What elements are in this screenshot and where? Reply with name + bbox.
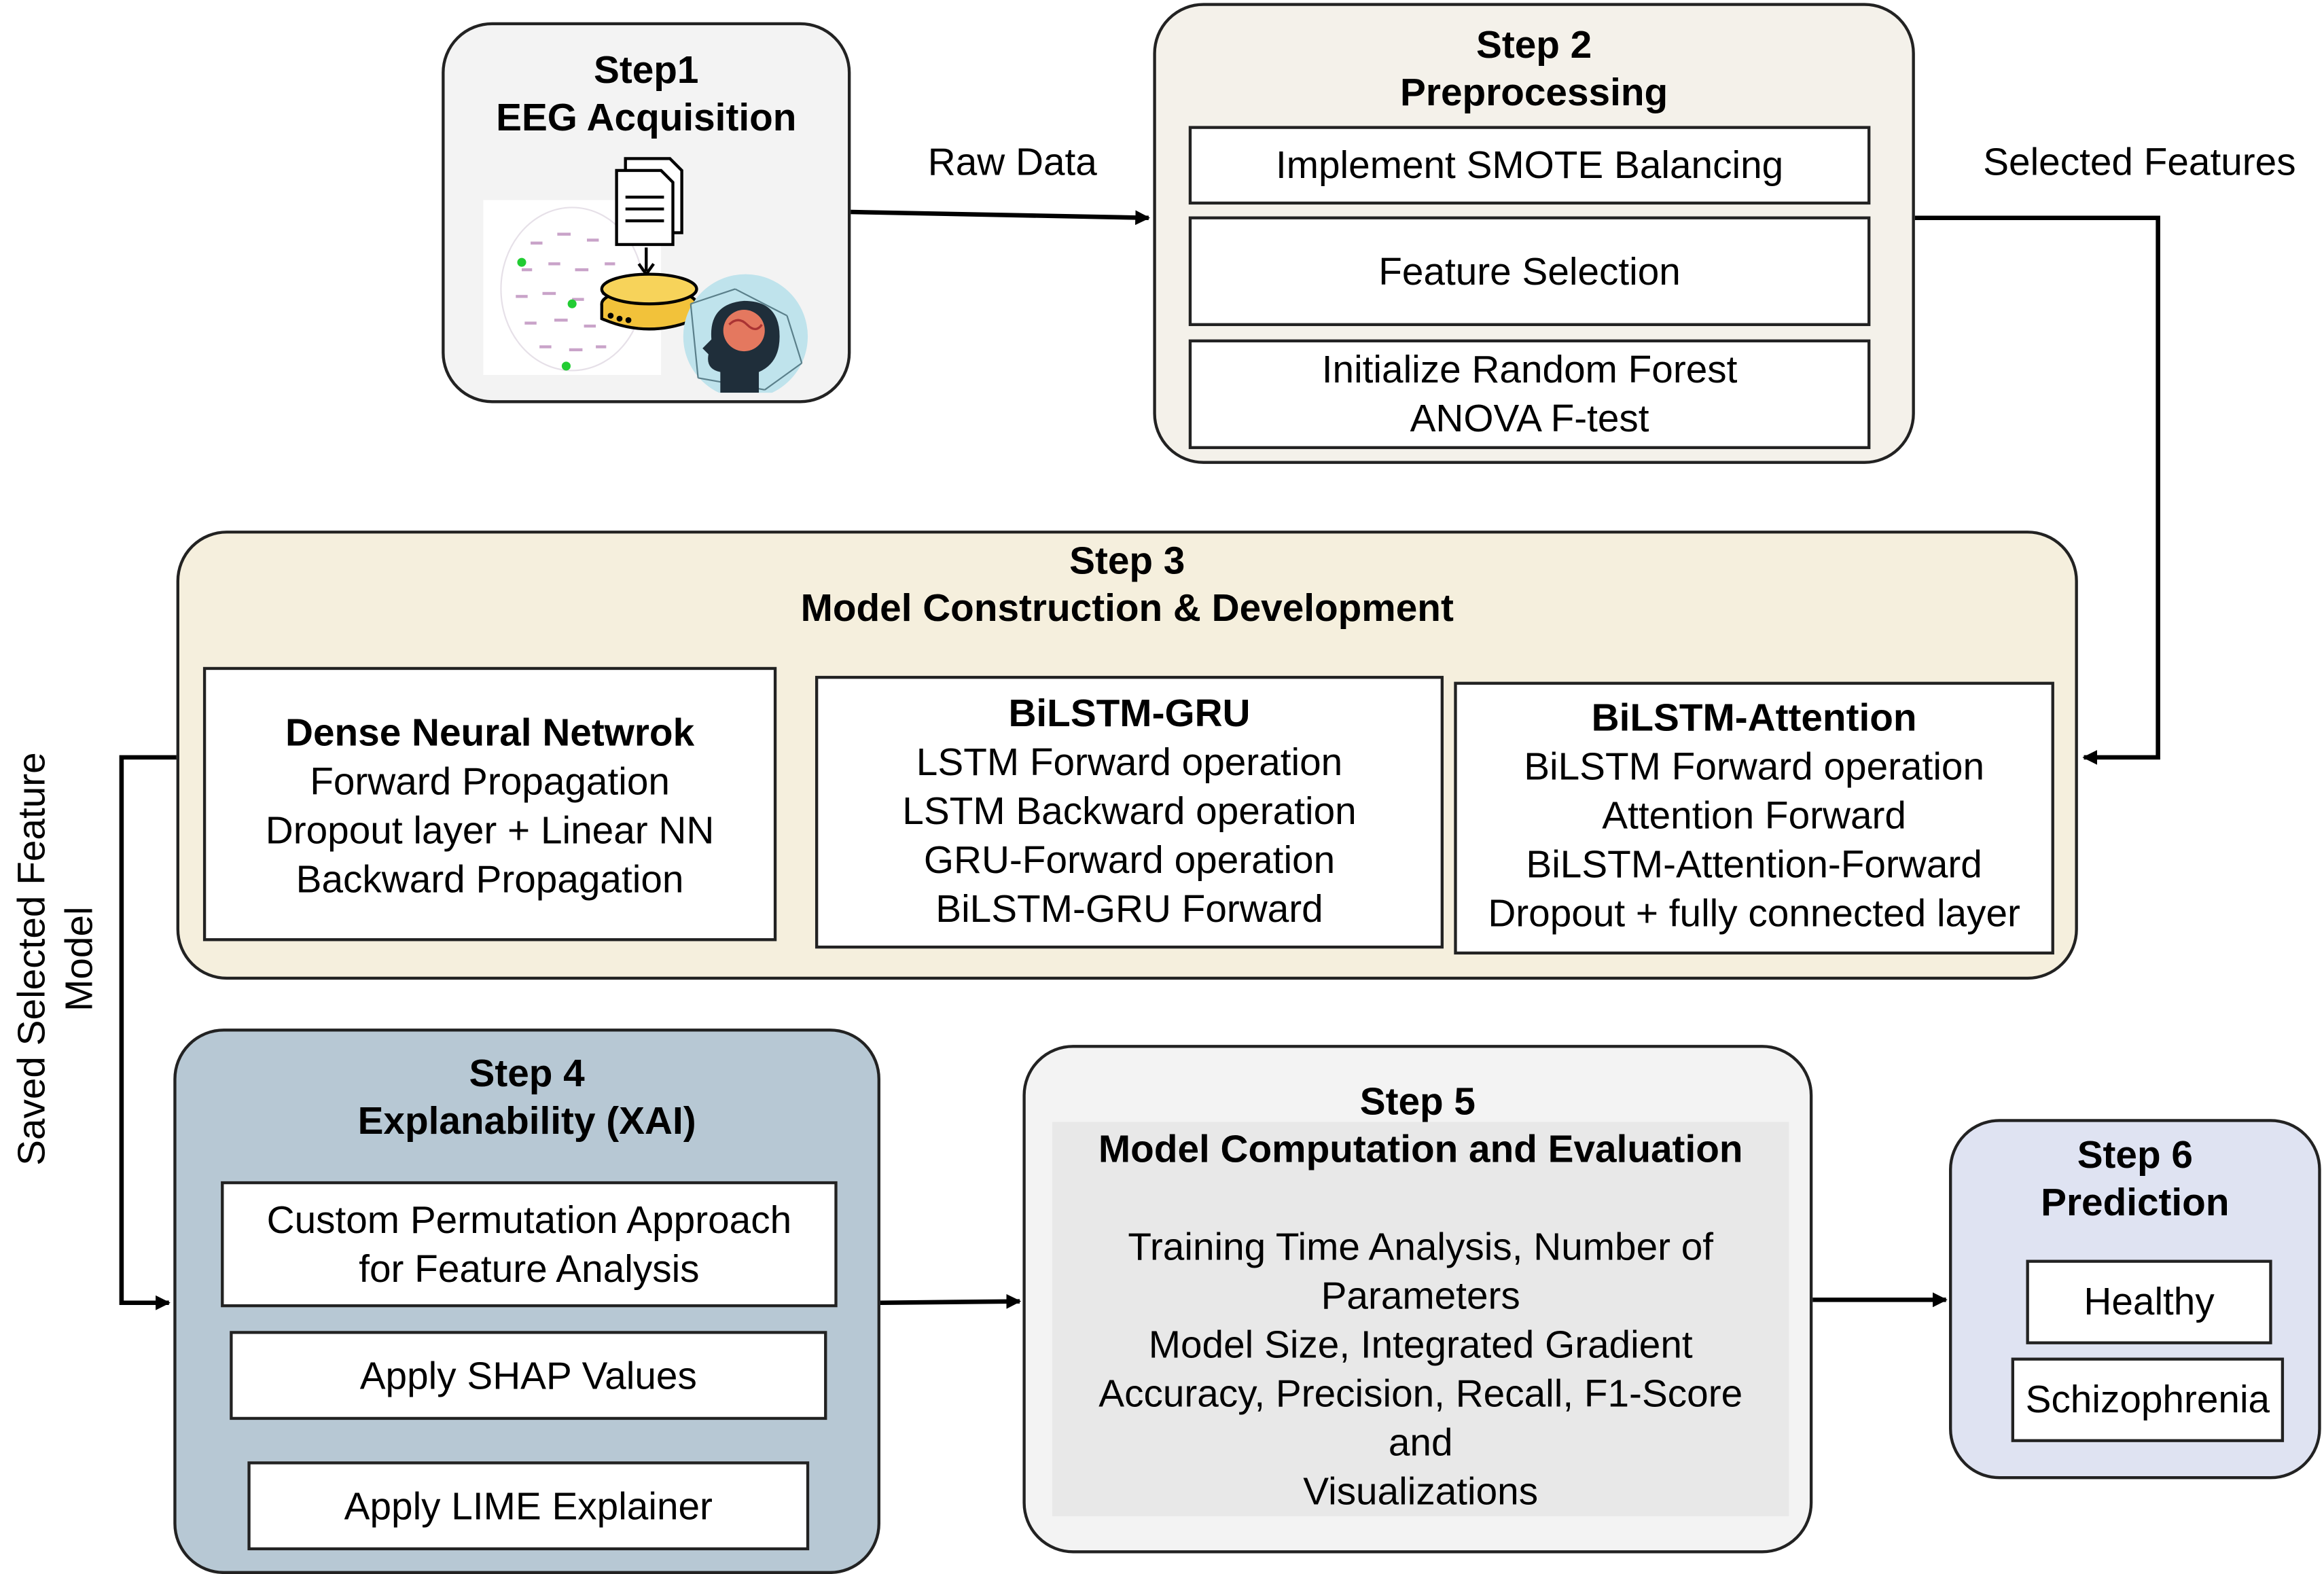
arrow-raw-data: [851, 209, 1151, 226]
step3-box: Step 3 Model Construction & Development …: [176, 531, 2078, 980]
step6-box: Step 6 Prediction Healthy Schizophrenia: [1949, 1119, 2321, 1480]
step5-line-6: Visualizations: [1303, 1469, 1539, 1514]
step6-title: Prediction: [2041, 1179, 2230, 1225]
step3-title: Model Construction & Development: [800, 585, 1454, 630]
step4-title: Explanability (XAI): [357, 1098, 696, 1143]
step1-box: Step1 EEG Acquisition: [442, 22, 851, 404]
step1-title: EEG Acquisition: [496, 94, 797, 140]
healthy-box: Healthy: [2026, 1259, 2272, 1344]
brain-head-icon: [683, 274, 808, 393]
permutation-line-2: for Feature Analysis: [359, 1245, 700, 1291]
saved-model-label: Saved Selected Feature Model: [7, 736, 103, 1181]
database-icon: [600, 272, 698, 331]
shap-values-box: Apply SHAP Values: [230, 1331, 827, 1420]
step2-label: Step 2: [1476, 22, 1592, 67]
bilstm-attention-line-3: BiLSTM-Attention-Forward: [1526, 842, 1982, 887]
step4-label: Step 4: [469, 1050, 585, 1096]
raw-data-label: Raw Data: [927, 139, 1097, 184]
bilstm-attention-line-2: Attention Forward: [1602, 793, 1906, 838]
step5-line-2: Parameters: [1321, 1273, 1520, 1318]
smote-balancing-box: Implement SMOTE Balancing: [1188, 126, 1871, 205]
lime-explainer-box: Apply LIME Explainer: [247, 1461, 810, 1551]
step2-title: Preprocessing: [1400, 69, 1668, 114]
selected-features-label: Selected Features: [1983, 139, 2296, 184]
step5-line-1: Training Time Analysis, Number of: [1128, 1224, 1714, 1269]
bilstm-attention-box: BiLSTM-Attention BiLSTM Forward operatio…: [1454, 681, 2054, 955]
bilstm-gru-line-4: BiLSTM-GRU Forward: [935, 886, 1323, 931]
dnn-box: Dense Neural Netwrok Forward Propagation…: [202, 666, 777, 942]
dnn-title: Dense Neural Netwrok: [285, 710, 695, 755]
schizophrenia-box: Schizophrenia: [2011, 1357, 2285, 1442]
random-forest-line: Initialize Random Forest: [1321, 346, 1738, 391]
bilstm-gru-line-3: GRU-Forward operation: [923, 837, 1336, 882]
eeg-illustration: [483, 157, 808, 393]
bilstm-gru-line-1: LSTM Forward operation: [916, 739, 1343, 785]
bilstm-attention-title: BiLSTM-Attention: [1591, 695, 1917, 740]
documents-icon: [615, 157, 683, 277]
step5-box: Step 5 Model Computation and Evaluation …: [1022, 1045, 1813, 1554]
random-forest-anova-box: Initialize Random Forest ANOVA F-test: [1188, 339, 1871, 450]
bilstm-gru-title: BiLSTM-GRU: [1008, 690, 1251, 736]
step6-label: Step 6: [2077, 1132, 2193, 1177]
step4-box: Step 4 Explanability (XAI) Custom Permut…: [173, 1029, 880, 1574]
bilstm-gru-line-2: LSTM Backward operation: [902, 788, 1357, 834]
bilstm-attention-line-4: Dropout + fully connected layer: [1488, 891, 2020, 935]
dnn-line-1: Forward Propagation: [310, 759, 670, 804]
permutation-line-1: Custom Permutation Approach: [266, 1196, 792, 1242]
step5-line-3: Model Size, Integrated Gradient: [1148, 1322, 1693, 1367]
step5-line-5: and: [1388, 1420, 1453, 1465]
step2-box: Step 2 Preprocessing Implement SMOTE Bal…: [1153, 3, 1915, 464]
saved-model-label-line2: Model: [56, 906, 101, 1012]
step1-label: Step1: [593, 47, 699, 92]
step5-title: Model Computation and Evaluation: [1098, 1126, 1743, 1171]
step5-label: Step 5: [1359, 1079, 1476, 1124]
saved-model-label-line1: Saved Selected Feature: [9, 752, 54, 1166]
arrow-saved-model: [119, 755, 177, 1310]
bilstm-attention-line-1: BiLSTM Forward operation: [1524, 744, 1985, 789]
step5-content-panel: Model Computation and Evaluation Trainin…: [1052, 1122, 1789, 1516]
step3-label: Step 3: [1069, 537, 1185, 583]
permutation-approach-box: Custom Permutation Approach for Feature …: [221, 1181, 838, 1308]
feature-selection-box: Feature Selection: [1188, 216, 1871, 326]
anova-line: ANOVA F-test: [1410, 395, 1649, 440]
bilstm-gru-box: BiLSTM-GRU LSTM Forward operation LSTM B…: [815, 675, 1444, 949]
step5-line-4: Accuracy, Precision, Recall, F1-Score: [1098, 1371, 1743, 1416]
dnn-line-3: Backward Propagation: [296, 857, 684, 901]
dnn-line-2: Dropout layer + Linear NN: [265, 808, 715, 853]
arrow-selected-features: [1914, 215, 2160, 765]
arrow-step4-to-step5: [880, 1293, 1022, 1309]
